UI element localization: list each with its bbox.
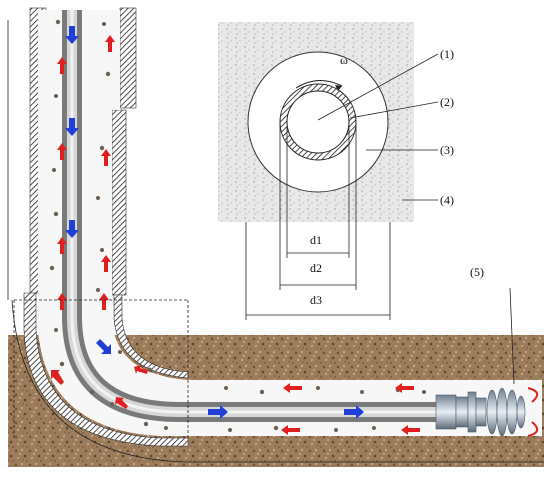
d2-label: d2 (310, 261, 322, 275)
label-3: (3) (440, 143, 454, 157)
blue-arrow-icon (65, 26, 364, 419)
dashed-guides (13, 299, 189, 440)
omega-label: ω (340, 53, 348, 67)
rotation-arrow (295, 80, 343, 89)
outer-casing-right (119, 7, 137, 109)
red-arrow-icon (51, 35, 420, 435)
label-1: (1) (440, 47, 454, 61)
bit-icon (435, 387, 539, 437)
leader-lines (317, 53, 515, 385)
curve-outer-wall (23, 292, 189, 447)
label-4: (4) (440, 193, 454, 207)
inner-casing-right (111, 109, 127, 296)
d1-label: d1 (310, 233, 322, 247)
label-2: (2) (440, 95, 454, 109)
label-5: (5) (470, 265, 484, 279)
d3-label: d3 (310, 293, 322, 307)
dimension-lines (245, 122, 391, 320)
measurement-lines (7, 20, 544, 463)
